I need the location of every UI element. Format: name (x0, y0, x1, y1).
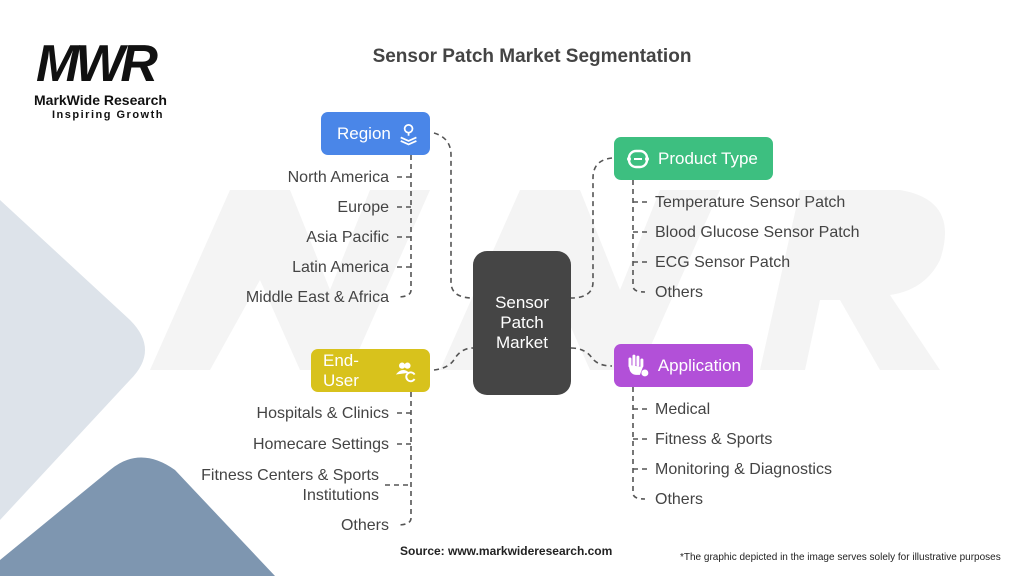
list-item: Asia Pacific (306, 229, 389, 246)
list-item: Medical (655, 401, 711, 418)
list-item: Others (340, 517, 389, 534)
list-item: Latin America (292, 259, 389, 276)
application-node: Application (614, 344, 753, 387)
center-label: Sensor Patch Market (495, 293, 549, 352)
application-label: Application (657, 355, 741, 375)
source-text: Source: www.markwideresearch.com (400, 544, 613, 558)
logo-mark: MWR (36, 35, 158, 93)
users-refresh-icon (395, 362, 416, 382)
list-item: ECG Sensor Patch (655, 254, 791, 271)
logo-name: MarkWide Research (34, 92, 167, 108)
sensor-patch-icon (627, 149, 649, 168)
product-type-node: Product Type (614, 137, 773, 180)
watermark-shape (150, 190, 945, 370)
list-item: Homecare Settings (252, 436, 389, 453)
list-item: North America (287, 169, 389, 186)
list-item: Others (655, 491, 704, 508)
disclaimer-text: *The graphic depicted in the image serve… (680, 552, 1001, 563)
end-user-node: End-User (311, 349, 430, 392)
list-item: Fitness & Sports (655, 431, 773, 448)
page-title: Sensor Patch Market Segmentation (372, 46, 692, 67)
list-item: Others (655, 284, 704, 301)
list-item: Blood Glucose Sensor Patch (655, 224, 860, 241)
list-item: Temperature Sensor Patch (655, 194, 846, 211)
end-user-label: End-User (323, 350, 359, 390)
region-node: Region (321, 112, 430, 155)
list-item: Monitoring & Diagnostics (655, 461, 832, 478)
region-label: Region (337, 123, 391, 143)
logo-tagline: Inspiring Growth (52, 109, 164, 121)
product-type-label: Product Type (658, 148, 758, 168)
center-node: Sensor Patch Market (473, 251, 571, 395)
list-item: Middle East & Africa (245, 289, 389, 306)
hand-gear-icon (628, 354, 649, 376)
list-item: Europe (337, 199, 389, 216)
list-item: Fitness Centers & Sports Institutions (201, 467, 379, 504)
list-item: Hospitals & Clinics (256, 405, 389, 422)
map-pin-layers-icon (400, 123, 417, 145)
